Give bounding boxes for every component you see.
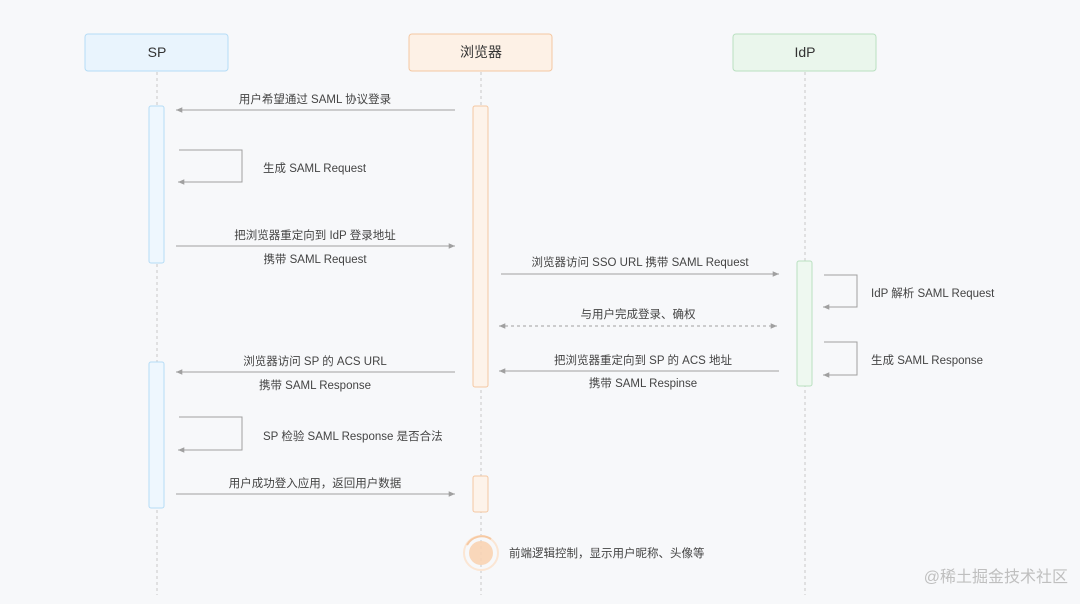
actor-browser-label: 浏览器 <box>460 44 502 60</box>
actor-browser-box <box>408 33 553 72</box>
msg-visit-sso: 浏览器访问 SSO URL 携带 SAML Request <box>531 255 749 269</box>
arrow-self-parse <box>823 274 858 310</box>
msg-visit-acs: 浏览器访问 SP 的 ACS URL <box>243 354 387 368</box>
actor-idp-label: IdP <box>794 44 815 60</box>
activation-sp-2 <box>148 361 165 509</box>
msg-idp-parse: IdP 解析 SAML Request <box>871 286 995 300</box>
msg-frontend-control: 前端逻辑控制，显示用户昵称、头像等 <box>509 546 705 560</box>
activation-idp-1 <box>796 260 813 387</box>
msg-generate-request: 生成 SAML Request <box>263 161 367 175</box>
arrow-self-verify <box>178 416 243 453</box>
actor-sp: SP <box>84 33 229 72</box>
actor-browser: 浏览器 <box>408 33 553 72</box>
actor-sp-label: SP <box>148 44 167 60</box>
actor-sp-box <box>84 33 229 72</box>
activation-browser-1 <box>472 105 489 388</box>
msg-redirect-to-idp: 把浏览器重定向到 IdP 登录地址 <box>234 228 396 242</box>
activation-sp-1 <box>148 105 165 264</box>
msg-auth: 与用户完成登录、确权 <box>581 307 696 321</box>
msg-with-request: 携带 SAML Request <box>263 252 367 266</box>
msg-with-respinse: 携带 SAML Respinse <box>589 376 697 390</box>
activation-browser-2 <box>472 475 489 513</box>
msg-request-login: 用户希望通过 SAML 协议登录 <box>239 92 391 106</box>
msg-with-response: 携带 SAML Response <box>259 378 371 392</box>
msg-generate-response: 生成 SAML Response <box>871 353 983 367</box>
actor-idp-box <box>732 33 877 72</box>
watermark: @稀土掘金技术社区 <box>924 568 1068 586</box>
msg-redirect-to-sp: 把浏览器重定向到 SP 的 ACS 地址 <box>554 353 733 367</box>
arrow-self-generate-request <box>178 149 243 185</box>
msg-verify: SP 检验 SAML Response 是否合法 <box>263 429 443 443</box>
msg-login-success: 用户成功登入应用，返回用户数据 <box>229 476 402 490</box>
spinner-icon <box>463 535 499 571</box>
arrow-self-generate-response <box>823 341 858 378</box>
actor-idp: IdP <box>732 33 877 72</box>
